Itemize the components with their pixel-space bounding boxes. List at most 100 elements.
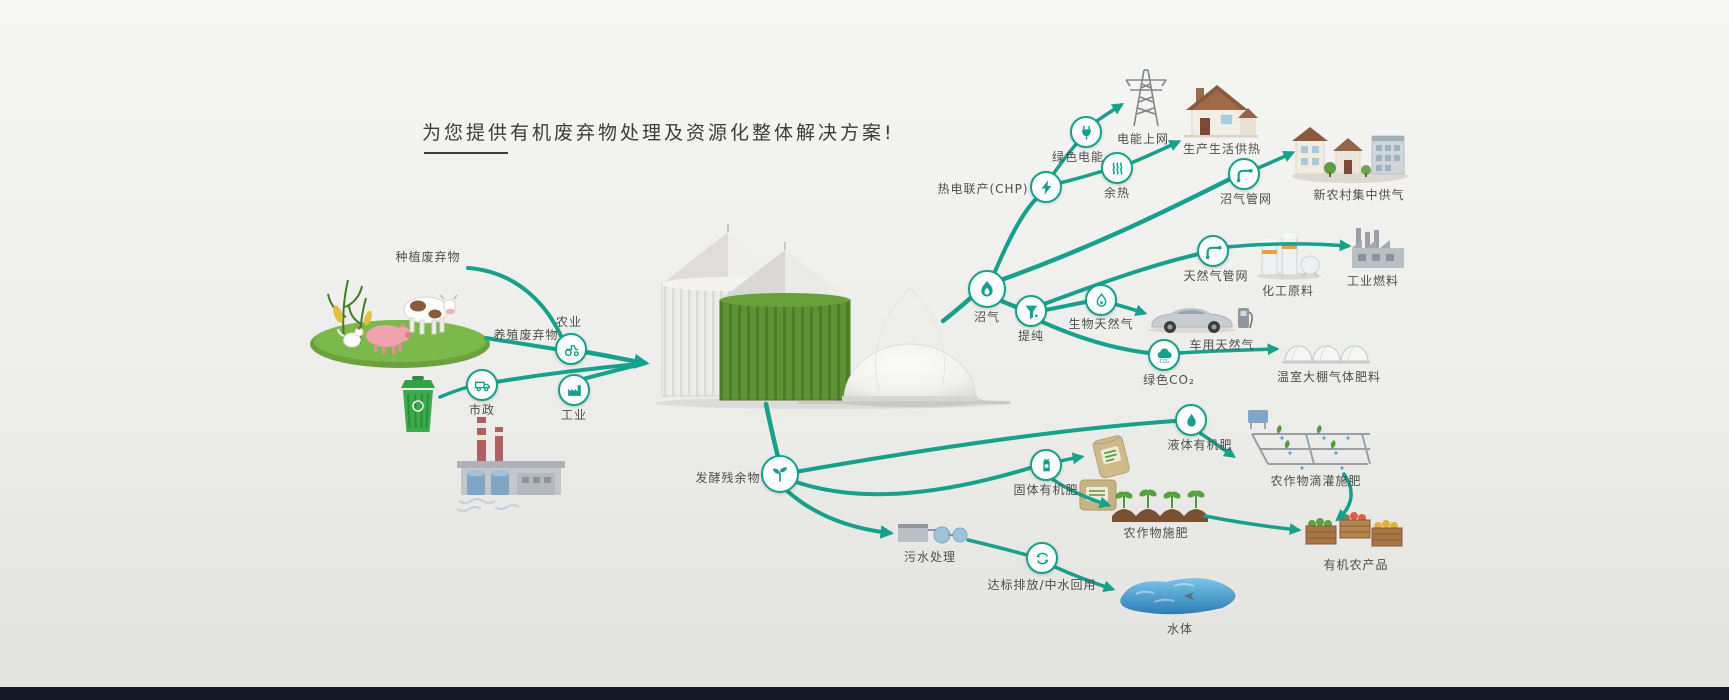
footer-bar: [0, 687, 1729, 700]
corn-plants: [327, 279, 367, 345]
label-planting-waste: 种植废弃物: [395, 250, 461, 264]
label-municipal: 市政: [468, 403, 496, 417]
drip-irrigation-illustration: [1248, 410, 1371, 470]
label-digestate: 发酵残余物: [695, 471, 761, 485]
arrow-drip-to-products: [1335, 472, 1353, 522]
village-building-1: [1292, 127, 1328, 175]
digestate-node: [761, 455, 799, 493]
label-agriculture: 农业: [555, 315, 583, 329]
water-recycle-icon: [1035, 552, 1049, 564]
factory-icon: [567, 384, 581, 396]
village-trees: [1324, 162, 1371, 177]
industry-node: [558, 374, 590, 406]
flame-icon: [981, 280, 993, 297]
village-building-2: [1333, 138, 1363, 175]
digester-tanks-illustration: [655, 224, 1011, 409]
title-underline: [424, 152, 508, 154]
label-crop-fert: 农作物施肥: [1123, 526, 1189, 540]
label-greenhouse-fert: 温室大棚气体肥料: [1276, 370, 1382, 384]
label-green-power: 绿色电能: [1051, 150, 1105, 164]
pig: [366, 323, 411, 354]
arrow-digester-to-digestate: [763, 401, 781, 460]
arrow-purification-to-natgas-grid: [1042, 252, 1201, 306]
pipe-icon: [1205, 245, 1221, 259]
arrow-municipal-to-digester: [494, 362, 640, 384]
label-organic-products: 有机农产品: [1323, 558, 1389, 572]
label-sewage: 污水处理: [903, 550, 957, 564]
funnel-icon: [1025, 305, 1038, 319]
green-tank: [719, 242, 851, 401]
label-bio-natgas: 生物天然气: [1068, 317, 1134, 331]
label-industrial-fuel: 工业燃料: [1346, 274, 1400, 288]
arrow-green-power-to-grid: [1092, 103, 1125, 125]
chicken: [336, 326, 367, 348]
garbage-truck-icon: [474, 381, 490, 391]
arrow-solid-fert-to-seedlings: [1050, 477, 1112, 509]
power-tower-illustration: [1125, 69, 1167, 127]
lightning-icon: [1041, 179, 1051, 195]
crate-2: [1339, 512, 1371, 539]
natgas-grid-node: [1197, 235, 1229, 267]
solid-fert-node: [1030, 449, 1062, 481]
label-biogas: 沼气: [973, 310, 1001, 324]
sprout-icon: [773, 467, 787, 482]
label-chp: 热电联产(CHP): [937, 182, 1029, 196]
pipe-icon: [1236, 168, 1252, 182]
arrow-biogas-to-chp: [992, 195, 1040, 276]
arrow-digestate-to-sewage: [783, 487, 895, 539]
arrow-purification-to-bio-natgas: [1043, 300, 1088, 312]
heat-waves-icon: [1112, 161, 1122, 175]
arrow-bio-natgas-to-car: [1112, 302, 1148, 317]
biogas-node: [968, 270, 1006, 308]
water-body-illustration: [1120, 578, 1236, 615]
fertilizer-bag-icon: [1042, 458, 1050, 471]
produce-crates-illustration: [1305, 512, 1403, 547]
house-illustration: [1184, 85, 1258, 138]
factory-illustration: [456, 417, 565, 512]
tractor-icon: [564, 344, 579, 356]
droplet-icon: [1186, 413, 1196, 427]
trash-bin-illustration: [401, 376, 435, 432]
arrow-digester-to-biogas: [940, 292, 977, 324]
arrow-agriculture-to-digester: [582, 349, 650, 369]
waste-heat-node: [1101, 152, 1133, 184]
label-industry: 工业: [560, 408, 588, 422]
arrow-seedlings-to-products: [1203, 514, 1302, 536]
arrow-biogas-to-biogas-grid: [998, 176, 1233, 283]
arrow-biogas-grid-to-village: [1256, 151, 1296, 170]
label-green-co2: 绿色CO₂: [1143, 373, 1195, 387]
farm-illustration: [310, 279, 490, 368]
village-building-3: [1371, 135, 1405, 175]
label-drip-fert: 农作物滴灌施肥: [1270, 474, 1362, 488]
label-biogas-grid: 沼气管网: [1219, 192, 1273, 206]
seedlings-illustration: [1112, 489, 1208, 522]
arrow-industry-to-digester: [581, 363, 639, 381]
arrow-liquid-fert-to-drip: [1198, 431, 1236, 459]
label-rural-gas: 新农村集中供气: [1313, 188, 1405, 202]
label-natgas-grid: 天然气管网: [1183, 269, 1249, 283]
green-co2-node: CO₂: [1148, 339, 1180, 371]
sewage-plant-illustration: [898, 524, 968, 544]
arrow-digestate-to-solid-fert: [791, 466, 1032, 497]
label-discharge: 达标排放/中水回用: [987, 578, 1097, 592]
page-title: 为您提供有机废弃物处理及资源化整体解决方案!: [422, 122, 895, 144]
green-power-node: [1070, 116, 1102, 148]
crate-1: [1305, 518, 1337, 545]
label-chem-material: 化工原料: [1261, 284, 1315, 298]
arrow-chp-to-waste-heat: [1058, 169, 1105, 185]
gas-flame-icon: [1096, 292, 1106, 307]
arrow-solid-fert-to-bags: [1059, 452, 1085, 465]
car-illustration: [1148, 308, 1253, 333]
label-waste-heat: 余热: [1103, 186, 1131, 200]
label-power-to-grid: 电能上网: [1116, 132, 1170, 146]
chemical-tanks-illustration: [1257, 233, 1321, 280]
greenhouse-illustration: [1282, 345, 1370, 364]
fertilizer-bags-illustration: [1079, 435, 1130, 511]
water-tank-small: [1248, 410, 1268, 429]
chp-node: [1030, 171, 1062, 203]
label-vehicle-gas: 车用天然气: [1189, 338, 1255, 352]
arrow-purification-to-co2: [1038, 319, 1151, 355]
label-solid-fert: 固体有机肥: [1013, 483, 1079, 497]
